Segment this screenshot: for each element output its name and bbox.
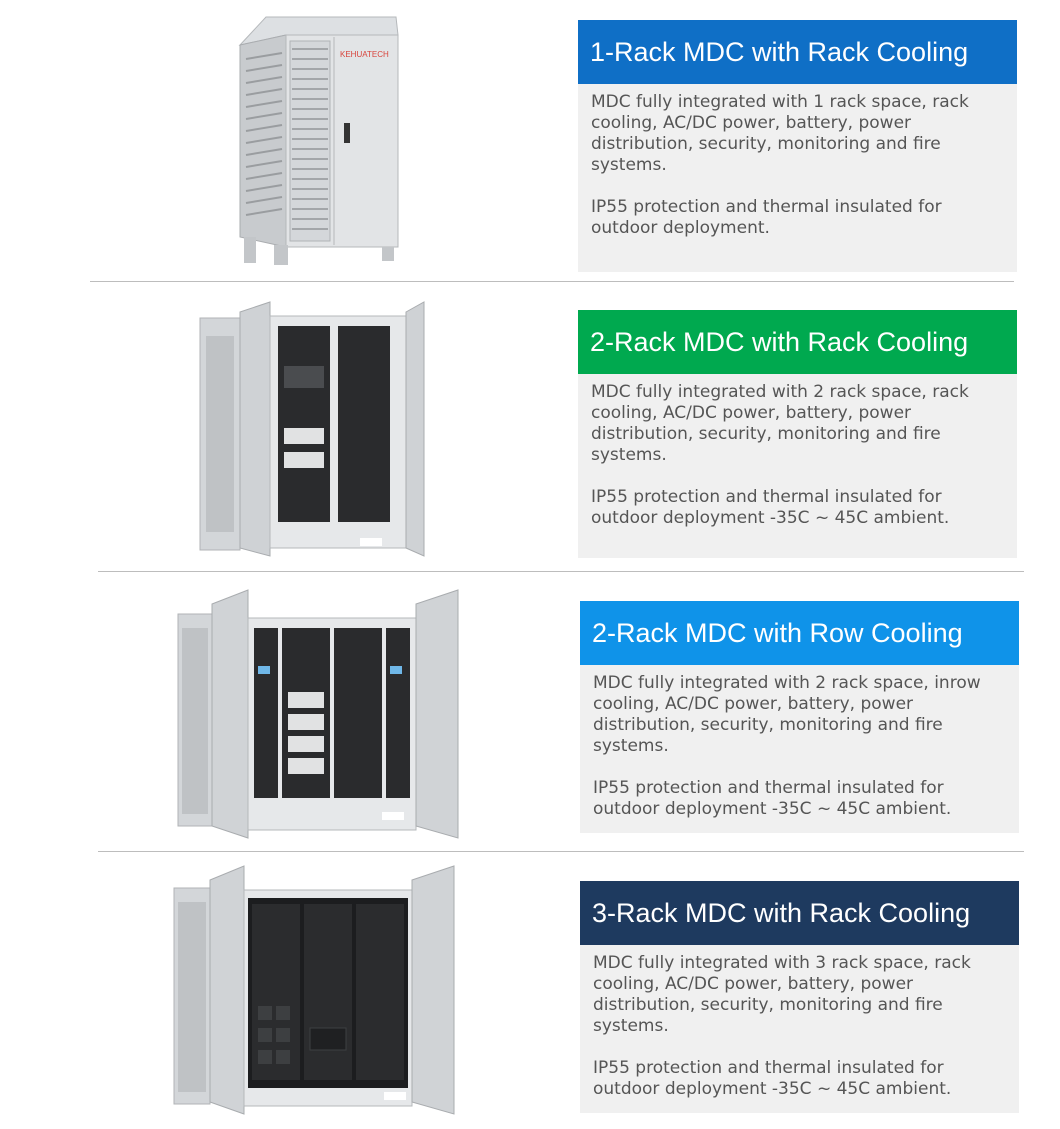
outdoor-cabinet-closed-icon: KEHUATECH xyxy=(238,16,399,265)
product-image-3-rack xyxy=(172,864,460,1116)
section-divider xyxy=(98,851,1024,852)
product-protection: IP55 protection and thermal insulated fo… xyxy=(593,1058,952,1099)
product-features: MDC fully integrated with 2 rack space, … xyxy=(593,673,981,756)
product-description: MDC fully integrated with 2 rack space, … xyxy=(578,374,1017,529)
product-card-2-rack-rack-cooling: 2-Rack MDC with Rack Cooling MDC fully i… xyxy=(578,310,1017,558)
product-card-2-rack-row-cooling: 2-Rack MDC with Row Cooling MDC fully in… xyxy=(580,601,1019,833)
product-image-2-rack-row-cooling xyxy=(176,588,464,840)
product-description: MDC fully integrated with 1 rack space, … xyxy=(578,84,1017,239)
brand-logo: KEHUATECH xyxy=(340,50,389,59)
product-card-1-rack: 1-Rack MDC with Rack Cooling MDC fully i… xyxy=(578,20,1017,272)
section-divider xyxy=(90,281,1014,282)
section-divider xyxy=(98,571,1024,572)
outdoor-cabinet-open-row-cooling-icon xyxy=(177,589,459,839)
product-title: 3-Rack MDC with Rack Cooling xyxy=(580,881,1019,945)
product-features: MDC fully integrated with 2 rack space, … xyxy=(591,382,969,465)
product-title: 1-Rack MDC with Rack Cooling xyxy=(578,20,1017,84)
product-title: 2-Rack MDC with Row Cooling xyxy=(580,601,1019,665)
product-description: MDC fully integrated with 2 rack space, … xyxy=(580,665,1019,820)
outdoor-cabinet-open-2-rack-icon xyxy=(199,301,425,557)
product-features: MDC fully integrated with 1 rack space, … xyxy=(591,92,969,175)
product-description: MDC fully integrated with 3 rack space, … xyxy=(580,945,1019,1100)
outdoor-cabinet-open-3-rack-icon xyxy=(173,865,455,1115)
product-protection: IP55 protection and thermal insulated fo… xyxy=(591,197,942,238)
product-protection: IP55 protection and thermal insulated fo… xyxy=(593,778,952,819)
product-title: 2-Rack MDC with Rack Cooling xyxy=(578,310,1017,374)
product-image-2-rack-rack-cooling xyxy=(198,300,430,558)
product-card-3-rack: 3-Rack MDC with Rack Cooling MDC fully i… xyxy=(580,881,1019,1113)
product-protection: IP55 protection and thermal insulated fo… xyxy=(591,487,950,528)
product-features: MDC fully integrated with 3 rack space, … xyxy=(593,953,971,1036)
product-image-1-rack: KEHUATECH xyxy=(236,15,402,265)
